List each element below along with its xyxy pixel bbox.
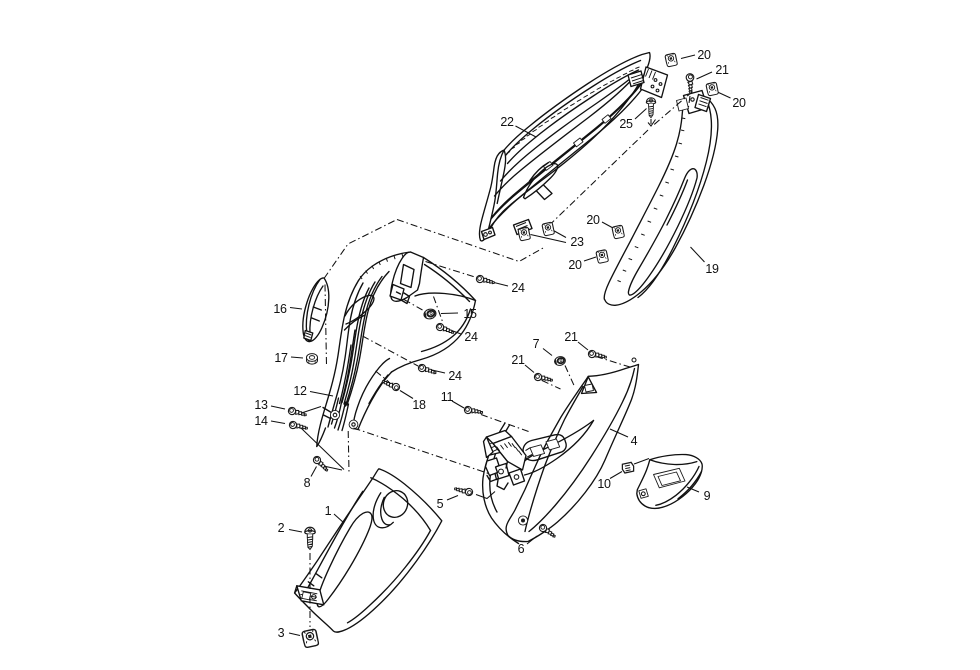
svg-text:12: 12 bbox=[293, 384, 307, 398]
svg-text:21: 21 bbox=[715, 63, 729, 77]
svg-text:1: 1 bbox=[325, 504, 332, 518]
svg-text:8: 8 bbox=[304, 476, 311, 490]
svg-text:21: 21 bbox=[564, 330, 578, 344]
svg-text:13: 13 bbox=[254, 398, 268, 412]
svg-text:17: 17 bbox=[274, 351, 288, 365]
svg-text:16: 16 bbox=[273, 302, 287, 316]
svg-text:6: 6 bbox=[518, 542, 525, 556]
svg-text:10: 10 bbox=[597, 477, 611, 491]
svg-text:15: 15 bbox=[463, 307, 477, 321]
svg-text:20: 20 bbox=[586, 213, 600, 227]
svg-text:21: 21 bbox=[511, 353, 525, 367]
svg-text:4: 4 bbox=[631, 434, 638, 448]
svg-text:11: 11 bbox=[441, 390, 454, 404]
svg-text:5: 5 bbox=[437, 497, 444, 511]
svg-text:22: 22 bbox=[500, 115, 514, 129]
svg-text:14: 14 bbox=[254, 414, 268, 428]
svg-text:2: 2 bbox=[278, 521, 285, 535]
svg-text:25: 25 bbox=[619, 117, 633, 131]
svg-text:3: 3 bbox=[278, 626, 285, 640]
svg-text:19: 19 bbox=[705, 262, 719, 276]
svg-text:23: 23 bbox=[570, 235, 584, 249]
svg-text:18: 18 bbox=[412, 398, 426, 412]
svg-text:9: 9 bbox=[704, 489, 711, 503]
svg-text:24: 24 bbox=[448, 369, 462, 383]
svg-text:20: 20 bbox=[568, 258, 582, 272]
svg-text:20: 20 bbox=[697, 48, 711, 62]
svg-text:24: 24 bbox=[464, 330, 478, 344]
svg-text:24: 24 bbox=[511, 281, 525, 295]
svg-text:7: 7 bbox=[533, 337, 540, 351]
svg-text:20: 20 bbox=[732, 96, 746, 110]
